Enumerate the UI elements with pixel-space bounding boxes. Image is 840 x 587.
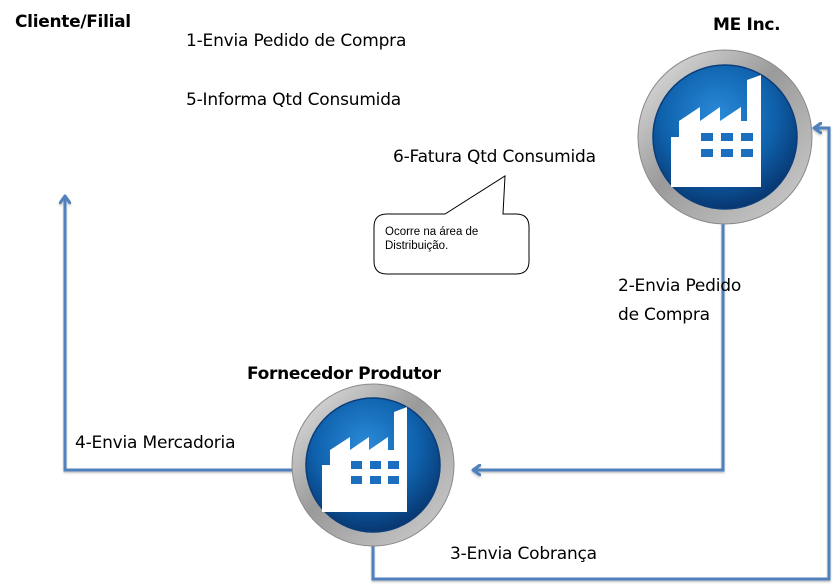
node-title-client: Cliente/Filial (15, 12, 131, 32)
flow-label-4: 4-Envia Mercadoria (75, 433, 236, 453)
me-inc-factory-icon (637, 49, 813, 225)
supplier-factory-icon (291, 383, 455, 547)
callout-bubble (373, 175, 530, 275)
connector-flow-2 (473, 213, 725, 470)
node-title-supplier: Fornecedor Produtor (247, 364, 441, 384)
flow-label-5: 5-Informa Qtd Consumida (186, 90, 402, 110)
connector-flow-4 (65, 196, 293, 472)
flow-label-3: 3-Envia Cobrança (450, 544, 597, 564)
callout-text: Ocorre na área de Distribuição. (385, 226, 479, 252)
flow-label-1: 1-Envia Pedido de Compra (186, 31, 407, 51)
flow-label-2-line2: de Compra (618, 305, 710, 325)
node-title-me-inc: ME Inc. (713, 15, 781, 35)
connector-flow-3 (371, 128, 831, 581)
flow-label-2-line1: 2-Envia Pedido (618, 276, 742, 296)
flow-label-6: 6-Fatura Qtd Consumida (393, 147, 596, 167)
factory-shape (671, 75, 761, 187)
factory-shape (322, 407, 407, 512)
